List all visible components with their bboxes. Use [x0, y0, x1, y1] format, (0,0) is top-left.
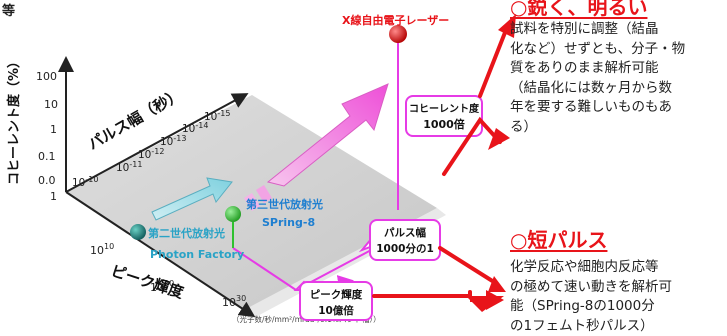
peak-axis-label: ピーク輝度 [109, 262, 187, 303]
coherence-tick: 0.0 [38, 174, 56, 187]
panel-title-sharp-bright: ○鋭く、明るい [510, 0, 647, 20]
panel-line: る） [510, 118, 685, 138]
spring8-point [225, 206, 241, 222]
svg-text:コヒーレント度: コヒーレント度 [409, 102, 480, 115]
panel-line: 能（SPring-8の1000分 [510, 297, 672, 317]
panel-line: （結晶化には数ヶ月から数 [510, 79, 685, 99]
coherence-axis-label: コヒーレント度（%） [6, 55, 22, 185]
svg-text:SPring-8: SPring-8 [262, 216, 315, 229]
panel-body-short-pulse: 化学反応や細胞内反応等 の極めて速い動きを解析可 能（SPring-8の1000… [510, 258, 672, 336]
panel-line: 質をありのまま解析可能 [510, 59, 685, 79]
panel-title-short-pulse: ○短パルス [510, 224, 607, 253]
coherence-tick: 1 [50, 190, 57, 203]
svg-text:パルス幅: パルス幅 [384, 226, 426, 239]
panel-line: 試料を特別に調整（結晶 [510, 20, 685, 40]
svg-text:1000分の1: 1000分の1 [376, 242, 434, 255]
svg-text:第二世代放射光: 第二世代放射光 [148, 226, 225, 240]
coherence-tick: 10 [44, 98, 58, 111]
photon-factory-point [130, 224, 146, 240]
coherence-tick: 0.1 [38, 150, 56, 163]
svg-text:ピーク輝度: ピーク輝度 [310, 288, 363, 301]
coherence-tick: 1 [50, 123, 57, 136]
panel-line: 化学反応や細胞内反応等 [510, 258, 672, 278]
svg-text:1000倍: 1000倍 [423, 117, 465, 131]
svg-text:10億倍: 10億倍 [318, 304, 354, 317]
callout-pulse: パルス幅 1000分の1 [362, 220, 440, 260]
callout-coherence: コヒーレント度 1000倍 [406, 96, 482, 136]
panel-line: の極めて速い動きを解析可 [510, 278, 672, 298]
panel-line: の1フェムト秒パルス） [510, 317, 672, 336]
red-arrowhead-short-pulse [486, 290, 504, 310]
callout-peak: ピーク輝度 10億倍 [296, 282, 372, 320]
panel-line: 年を要する難しいものもあ [510, 98, 685, 118]
svg-text:第三世代放射光: 第三世代放射光 [246, 197, 323, 211]
peak-tick: 1010 [90, 242, 114, 257]
xfel-point [389, 25, 407, 43]
panel-body-sharp-bright: 試料を特別に調整（結晶 化など）せずとも、分子・物 質をありのまま解析可能 （結… [510, 20, 685, 137]
panel-line: 化など）せずとも、分子・物 [510, 40, 685, 60]
xfel-title: X線自由電子レーザー [342, 13, 449, 27]
coherence-tick: 100 [36, 70, 57, 83]
coherence-ticks: 100 10 1 0.1 0.0 1 [36, 70, 58, 203]
svg-text:Photon Factory: Photon Factory [150, 248, 244, 261]
